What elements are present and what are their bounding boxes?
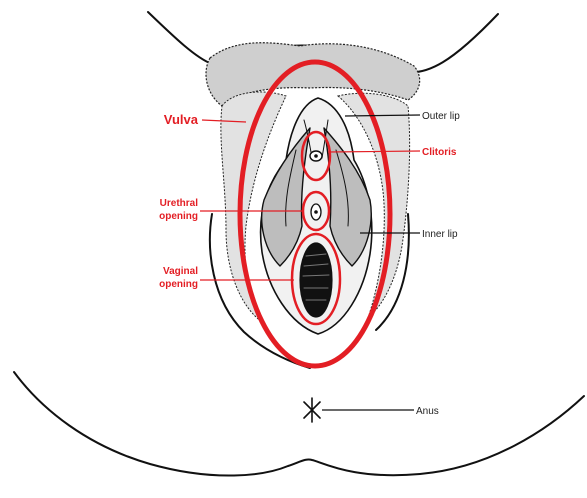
label-vaginal-line1: Vaginal — [163, 266, 198, 277]
anus-mark — [304, 398, 320, 422]
clitoris-center — [314, 154, 318, 158]
label-outer-lip: Outer lip — [422, 111, 460, 122]
label-anus: Anus — [416, 406, 439, 417]
buttocks-outline — [14, 372, 584, 476]
label-clitoris: Clitoris — [422, 147, 457, 158]
label-vulva: Vulva — [164, 112, 199, 127]
vaginal-opening — [300, 243, 332, 317]
urethral-opening-center — [314, 210, 318, 214]
label-urethral-line1: Urethral — [160, 198, 199, 209]
label-urethral-line2: opening — [159, 211, 198, 222]
vulva-anatomy — [261, 98, 372, 334]
label-inner-lip: Inner lip — [422, 229, 458, 240]
label-vaginal-line2: opening — [159, 279, 198, 290]
